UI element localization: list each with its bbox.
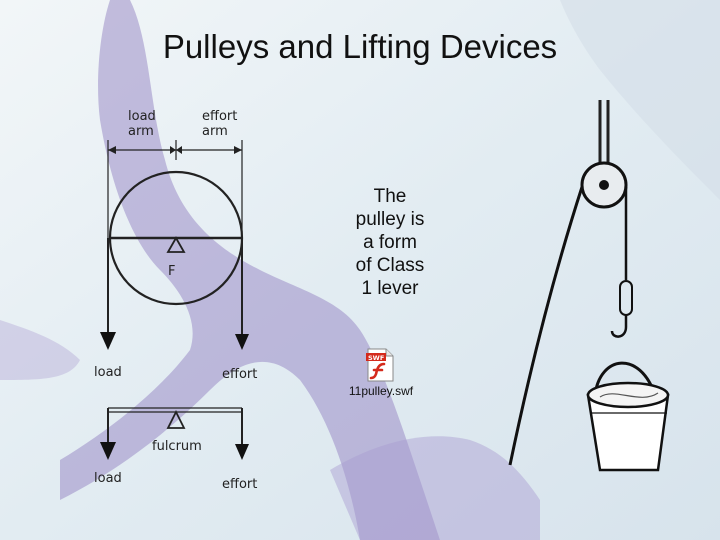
load-label-2: load	[94, 471, 122, 486]
effort-label-2: effort	[222, 477, 257, 492]
flash-file-icon: SWF	[366, 348, 394, 382]
pulley-lever-diagram: load arm effort arm F load effort fulcru…	[94, 109, 257, 492]
load-label: load	[94, 365, 122, 380]
fulcrum-label: fulcrum	[152, 439, 202, 454]
body-line: pulley is	[355, 209, 425, 230]
load-arm-label-line2: arm	[128, 124, 154, 139]
swf-attachment[interactable]: SWF 11pulley.swf	[336, 348, 426, 408]
swf-filename: 11pulley.swf	[348, 384, 414, 398]
pulley-bucket-illustration	[508, 100, 670, 472]
effort-arm-label-line2: arm	[202, 124, 228, 139]
body-line: The	[373, 186, 407, 207]
slide-title: Pulleys and Lifting Devices	[162, 28, 558, 65]
effort-label: effort	[222, 367, 257, 382]
body-line: of Class	[355, 255, 425, 276]
body-line: a form	[363, 232, 417, 253]
body-text: The pulley is a form of Class 1 lever	[330, 185, 450, 300]
load-arm-label-line1: load	[128, 109, 156, 124]
fulcrum-letter: F	[168, 264, 175, 279]
swf-badge: SWF	[368, 354, 384, 362]
effort-arm-label-line1: effort	[202, 109, 237, 124]
body-line: 1 lever	[361, 278, 419, 299]
